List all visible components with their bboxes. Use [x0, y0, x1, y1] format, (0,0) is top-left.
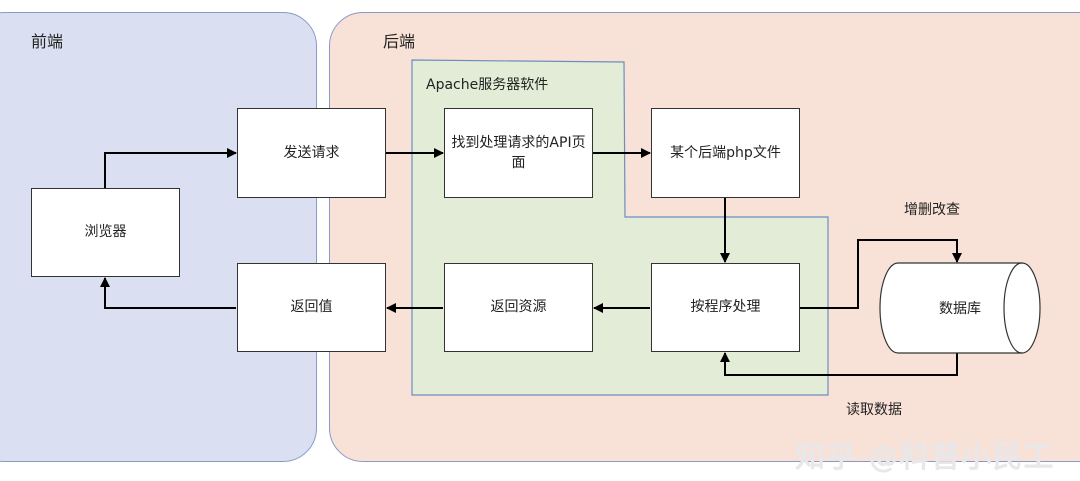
node-database: 数据库 [939, 301, 981, 317]
node-return-resource: 返回资源 [444, 263, 593, 352]
label-crud: 增删改查 [904, 202, 960, 218]
backend-label: 后端 [383, 32, 416, 51]
database-shape [879, 262, 1041, 354]
arrow-value-to-browser [100, 277, 236, 309]
node-process: 按程序处理 [651, 263, 800, 352]
label-read-data: 读取数据 [846, 402, 902, 418]
node-find-api: 找到处理请求的API页面 [444, 108, 593, 198]
watermark-text: 知乎 @科普小民工 [795, 440, 1055, 475]
apache-label: Apache服务器软件 [426, 77, 549, 93]
node-browser: 浏览器 [31, 188, 180, 277]
arrow-process-to-db [800, 239, 962, 309]
arrow-browser-to-send [104, 148, 237, 189]
node-return-value: 返回值 [237, 263, 386, 352]
frontend-label: 前端 [31, 32, 64, 51]
node-send-request: 发送请求 [237, 108, 386, 198]
node-php-file: 某个后端php文件 [651, 108, 800, 198]
arrow-db-to-process [720, 352, 958, 376]
